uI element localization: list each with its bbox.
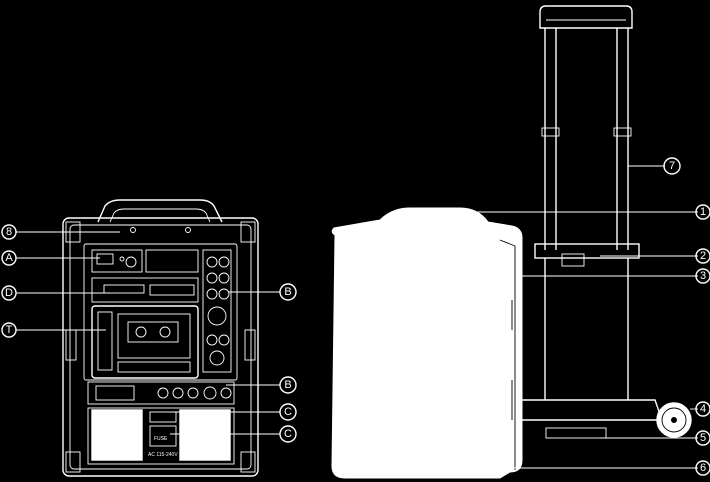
trolley-callout-lines [470,165,698,469]
callout-eight: 8 [1,224,17,240]
callout-b-lower: B [279,376,297,394]
fuse-label: FUSE [154,436,168,442]
callout-b-upper: B [279,283,297,301]
svg-text:D: D [5,287,13,299]
svg-text:B: B [284,286,291,298]
svg-text:2: 2 [700,250,706,262]
svg-text:1: 1 [700,206,706,218]
callout-5: 5 [695,430,710,446]
svg-text:A: A [5,252,13,264]
svg-text:7: 7 [669,160,675,172]
callout-1: 1 [695,204,710,220]
svg-text:B: B [284,379,291,391]
svg-text:4: 4 [700,403,706,415]
svg-text:6: 6 [700,462,706,474]
svg-text:C: C [284,428,292,440]
svg-text:T: T [6,324,13,336]
front-view: FUSE AC 115-240V [62,199,259,477]
callout-c-lower: C [279,425,297,443]
svg-text:5: 5 [700,432,706,444]
callout-6: 6 [695,460,710,476]
callout-a: A [1,250,17,266]
speaker-body-silhouette [331,207,523,479]
svg-text:3: 3 [700,270,706,282]
svg-text:8: 8 [6,226,12,238]
callout-c-upper: C [279,403,297,421]
callout-2: 2 [695,248,710,264]
callout-7: 7 [663,157,681,175]
callout-t: T [1,322,17,338]
svg-text:C: C [284,406,292,418]
left-callout-lines [16,231,120,331]
trolley-view [519,5,692,439]
callout-3: 3 [695,268,710,284]
callout-4: 4 [695,401,710,417]
callout-d: D [1,285,17,301]
ac-input-label: AC 115-240V [148,452,178,458]
right-callout-lines-front [170,291,280,435]
